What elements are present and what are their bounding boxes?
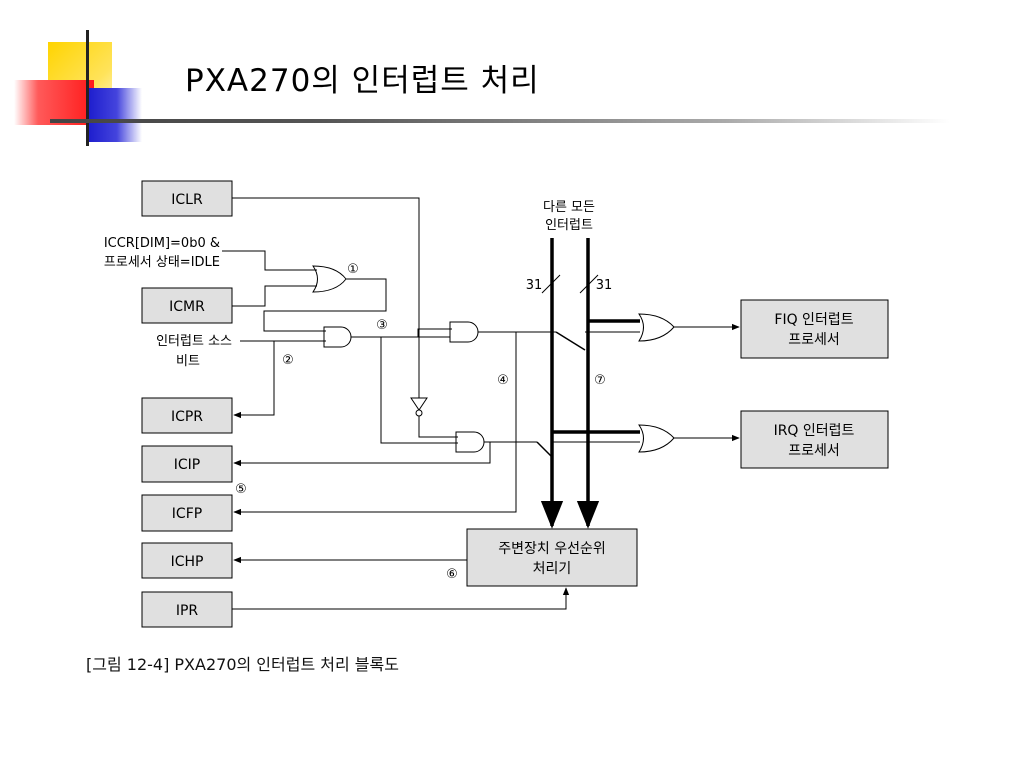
ichp-label: ICHP [171,554,204,570]
irq-label-line1: IRQ 인터럽트 [774,423,855,439]
and-gate-main [323,326,352,348]
irq-processor-block: IRQ 인터럽트 프로세서 [740,410,889,469]
peripheral-priority-block: 주변장치 우선순위 처리기 [466,528,638,587]
slide-title: PXA270의 인터럽트 처리 [185,63,540,99]
bus-width-left: 31 [526,278,543,293]
periph-label-line1: 주변장치 우선순위 [498,541,606,557]
iccr-label-line2: 프로세서 상태=IDLE [104,255,220,270]
and-gate-irq [455,431,485,453]
fiq-label-line2: 프로세서 [788,332,840,348]
ipr-block: IPR [141,591,233,628]
source-label-line1: 인터럽트 소스 [156,334,232,349]
bus-right-slash [579,274,599,294]
marker-2: ② [282,353,294,368]
bus-left-slash [541,274,561,294]
ipr-label: IPR [176,603,199,619]
not-gate-triangle [410,397,428,411]
decor-title-underline [50,119,950,123]
buses [540,238,640,529]
icmr-block: ICMR [141,287,233,324]
icmr-label: ICMR [169,299,205,315]
logic-gates [312,265,675,453]
irq-label-line2: 프로세서 [788,443,840,459]
iclr-label: ICLR [171,192,203,208]
icfp-block: ICFP [141,494,233,532]
marker-4: ④ [497,373,509,388]
periph-label-line2: 처리기 [533,561,572,577]
decor-blue-square [86,88,142,142]
marker-7: ⑦ [594,373,606,388]
other-interrupts-line1: 다른 모든 [543,200,595,215]
marker-6: ⑥ [446,567,458,582]
or-gate-1 [312,265,347,293]
wires [222,197,740,610]
source-label-line2: 비트 [176,354,200,369]
iccr-label-line1: ICCR[DIM]=0b0 & [104,236,220,251]
marker-5: ⑤ [235,482,247,497]
ichp-block: ICHP [141,542,233,579]
icip-label: ICIP [174,457,200,473]
step-markers: ① ② ③ ④ ⑤ ⑥ ⑦ [235,262,606,582]
marker-3: ③ [376,318,388,333]
decor-vertical-line [86,30,89,146]
fiq-processor-block: FIQ 인터럽트 프로세서 [740,299,889,359]
bus-width-right: 31 [596,278,613,293]
figure-caption: [그림 12-4] PXA270의 인터럽트 처리 블록도 [86,655,399,674]
other-interrupts-line2: 인터럽트 [545,218,593,233]
icfp-label: ICFP [172,506,202,522]
and-gate-fiq [449,321,479,343]
or-gate-irq [638,424,675,453]
decor-red-square [14,80,94,125]
or-gate-fiq [638,313,675,342]
icip-block: ICIP [141,445,233,483]
fiq-label-line1: FIQ 인터럽트 [774,312,853,328]
icpr-block: ICPR [141,397,233,434]
icpr-label: ICPR [171,409,203,425]
not-gate-bubble [415,409,423,417]
marker-1: ① [347,262,359,277]
free-labels: ICCR[DIM]=0b0 & 프로세서 상태=IDLE 인터럽트 소스 비트 … [104,200,612,369]
iclr-block: ICLR [141,180,233,217]
register-blocks: ICLR ICMR ICPR ICIP ICFP ICHP [141,180,889,628]
